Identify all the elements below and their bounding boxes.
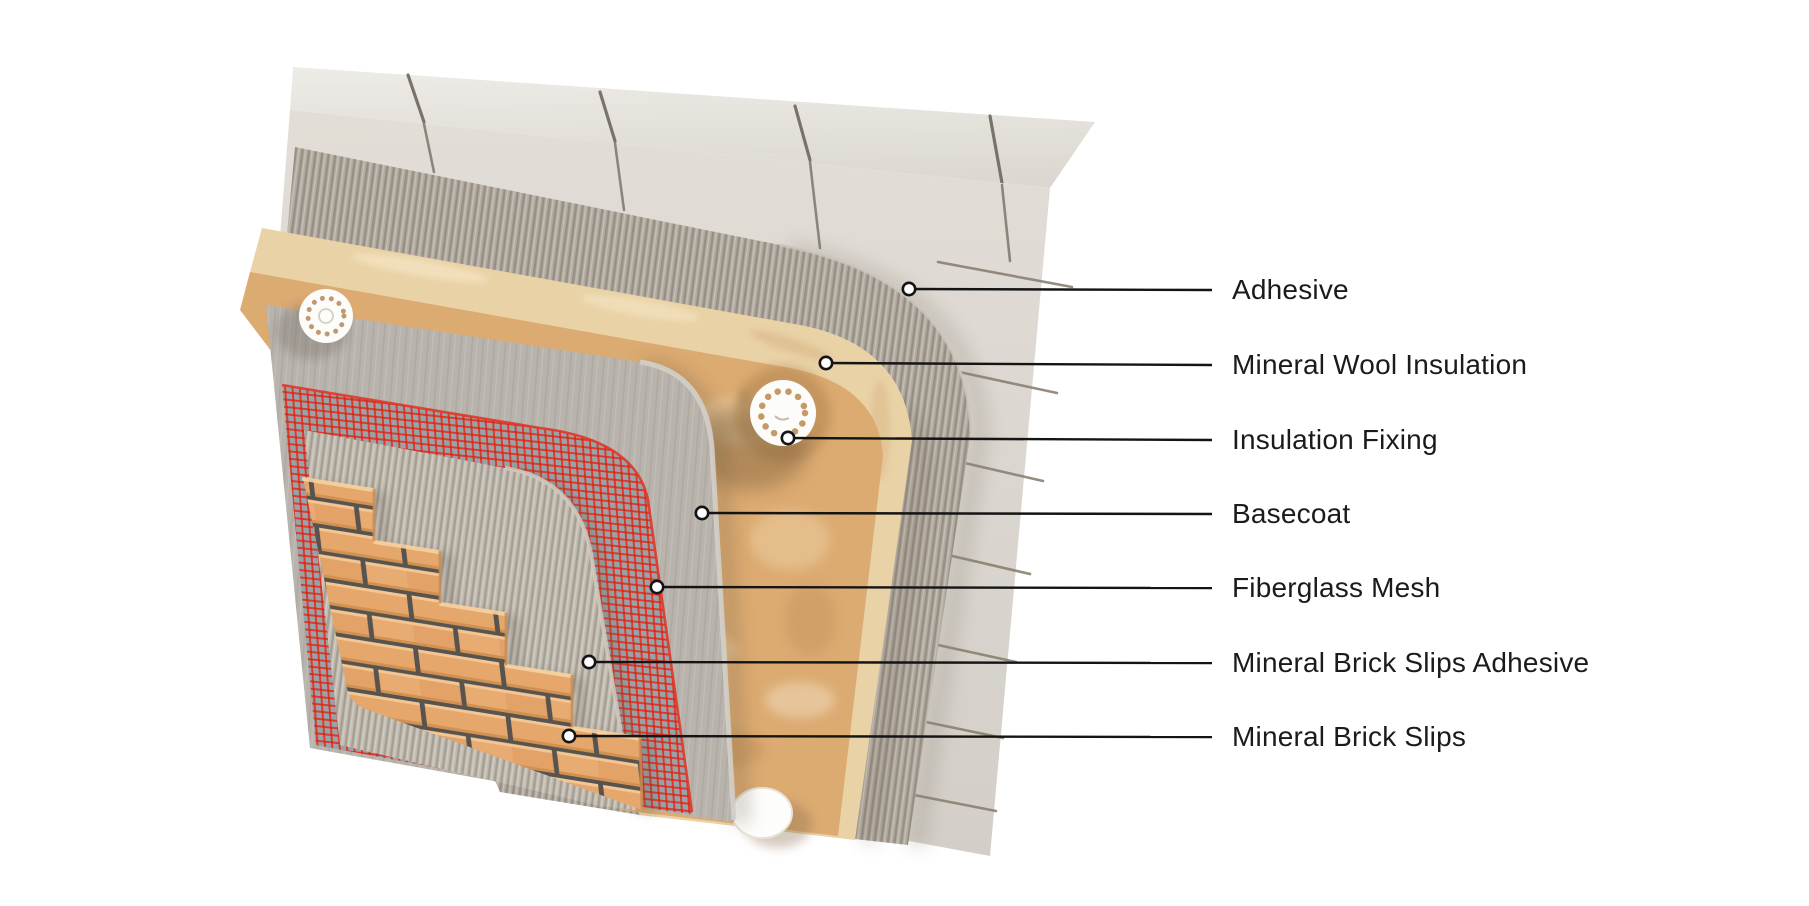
leader-mineral-brick-slips: [561, 728, 1213, 744]
label-basecoat: Basecoat: [1232, 498, 1351, 529]
leader-insulation-fixing: [780, 430, 1213, 446]
top-insulation-fixing-dowel: [299, 289, 353, 343]
label-mineral-brick-slips-adhesive: Mineral Brick Slips Adhesive: [1232, 647, 1590, 678]
label-mineral-wool-insulation: Mineral Wool Insulation: [1232, 349, 1528, 380]
block-face-vertical-joints: [422, 122, 1012, 263]
label-insulation-fixing: Insulation Fixing: [1232, 424, 1438, 455]
leader-mineral-brick-slips-adhesive: [581, 654, 1213, 670]
leader-adhesive: [901, 281, 1213, 297]
leader-mineral-wool-insulation: [818, 355, 1213, 371]
label-adhesive: Adhesive: [1232, 274, 1349, 305]
label-mineral-brick-slips: Mineral Brick Slips: [1232, 721, 1467, 752]
leader-fiberglass-mesh: [649, 579, 1213, 595]
block-wall-top-face: [290, 67, 1095, 188]
leader-lines: [561, 281, 1213, 744]
brick-step-risers: [372, 488, 644, 810]
wool-edge-streaks: [351, 253, 890, 480]
label-fiberglass-mesh: Fiberglass Mesh: [1232, 572, 1441, 603]
leader-basecoat: [694, 505, 1213, 521]
block-top-joints: [406, 73, 1004, 185]
